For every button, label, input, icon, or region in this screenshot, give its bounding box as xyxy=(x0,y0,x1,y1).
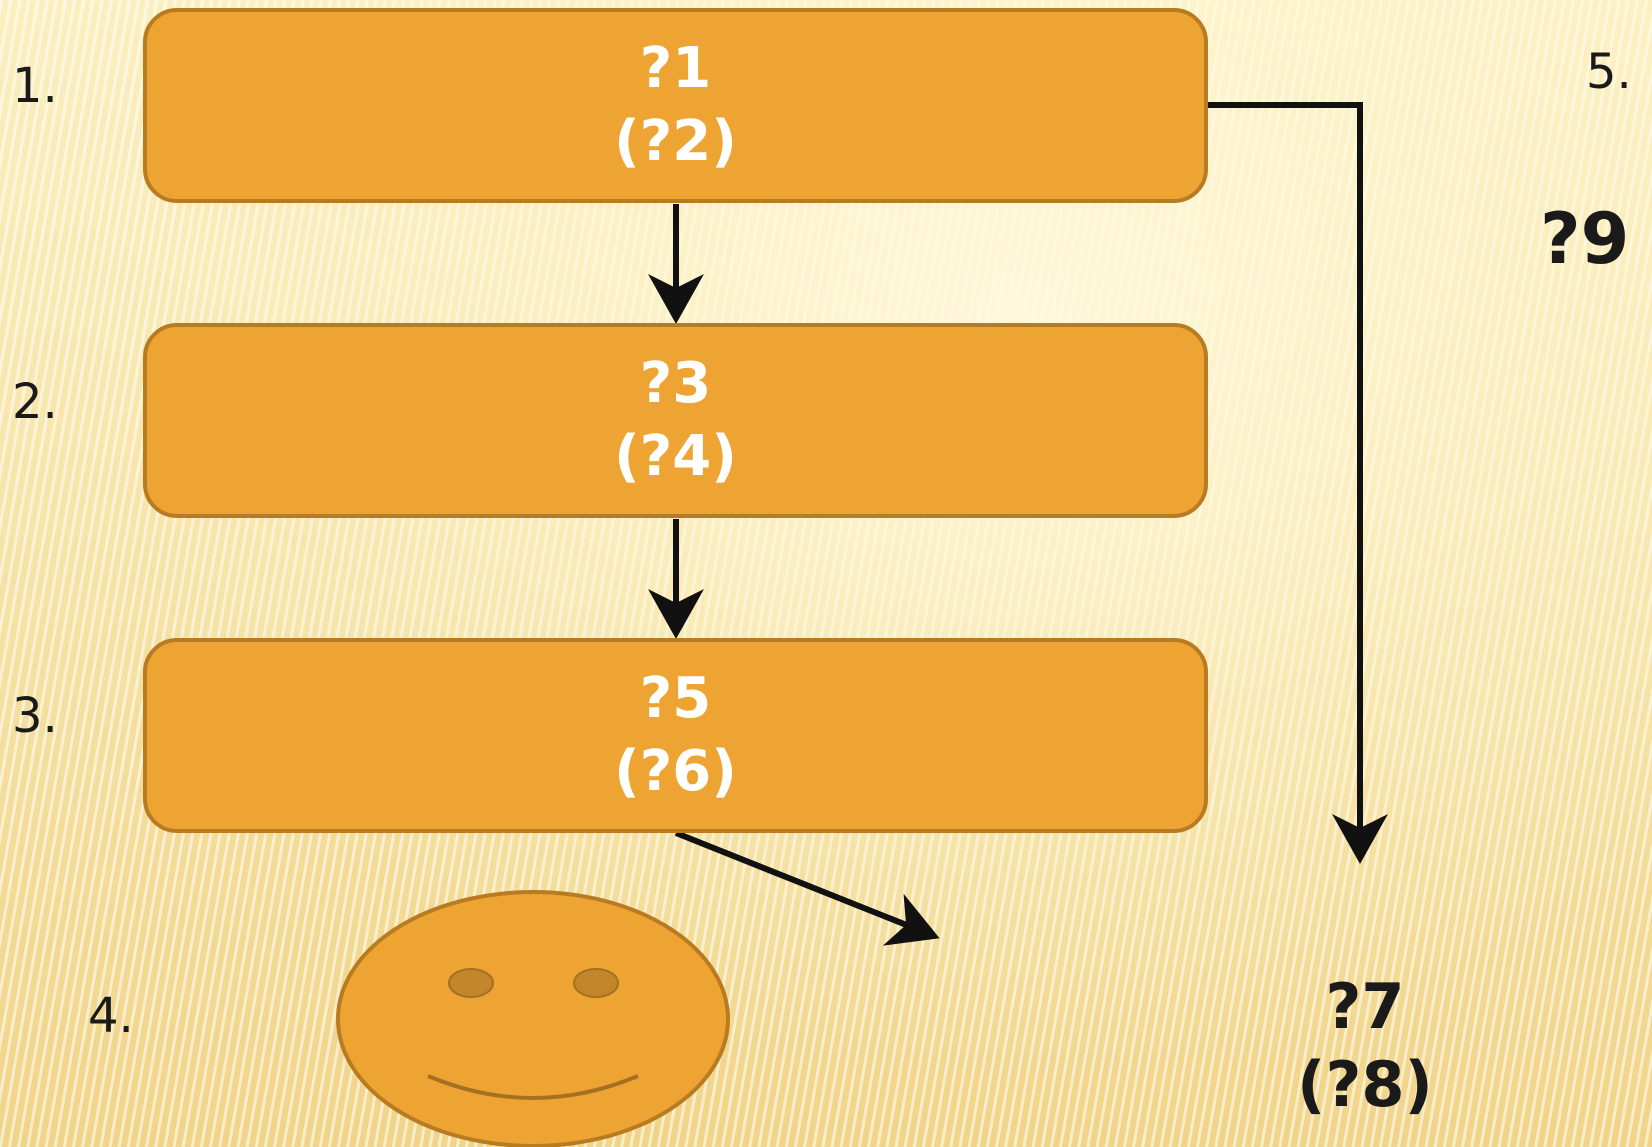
step-box-3-subtitle: (?6) xyxy=(614,738,737,804)
arrow-step3-to-result xyxy=(674,830,940,946)
smiley-right-eye xyxy=(573,968,619,998)
outcome-title: ?7 xyxy=(1325,970,1405,1043)
smiley-left-eye xyxy=(448,968,494,998)
step-box-1-subtitle: (?2) xyxy=(614,108,737,174)
step-number-2: 2. xyxy=(12,374,58,430)
step-number-5: 5. xyxy=(1586,44,1632,100)
arrow-step1-to-outcome xyxy=(1208,102,1388,864)
step-box-2: ?3 (?4) xyxy=(143,323,1208,518)
smiley-mouth xyxy=(427,1074,639,1100)
smiley-face-icon xyxy=(336,890,730,1147)
outcome-label: ?7 (?8) xyxy=(1290,968,1440,1123)
side-label: ?9 xyxy=(1540,198,1630,280)
step-number-1: 1. xyxy=(12,58,58,114)
step-number-4: 4. xyxy=(88,988,134,1044)
outcome-subtitle: (?8) xyxy=(1297,1047,1433,1121)
step-box-2-subtitle: (?4) xyxy=(614,423,737,489)
smiley-face xyxy=(336,890,730,1147)
step-box-3: ?5 (?6) xyxy=(143,638,1208,833)
step-box-1-title: ?1 xyxy=(639,35,712,101)
step-box-1: ?1 (?2) xyxy=(143,8,1208,203)
step-box-3-title: ?5 xyxy=(639,665,712,731)
step-number-3: 3. xyxy=(12,688,58,744)
step-box-2-title: ?3 xyxy=(639,350,712,416)
